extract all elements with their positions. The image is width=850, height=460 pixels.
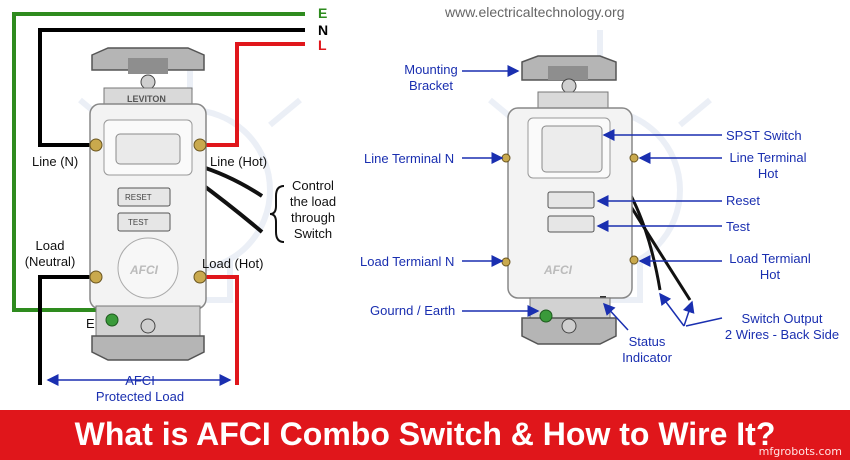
afci-device-angled	[501, 55, 639, 345]
line-terminal-n-label: Line Terminal N	[364, 151, 455, 166]
title-banner	[0, 410, 850, 460]
device-afci-mark: AFCI	[130, 263, 158, 277]
switch-output-wire-2	[628, 204, 692, 301]
device-brand: LEVITON	[127, 94, 166, 104]
switch-output-wire-1	[626, 189, 662, 291]
load-neutral-label: Load (Neutral)	[24, 238, 76, 269]
device-afci-mark-right: AFCI	[544, 263, 572, 277]
live-supply-wire	[198, 42, 305, 147]
ground-earth-label: Gournd / Earth	[370, 303, 456, 318]
switch-output-label: Switch Output 2 Wires - Back Side	[724, 311, 840, 342]
load-terminal-n-label: Load Termianl N	[360, 254, 455, 269]
site-url: www.electricaltechnology.org	[445, 4, 625, 20]
line-n-label: Line (N)	[32, 154, 79, 169]
load-hot-label: Load (Hot)	[202, 256, 264, 271]
afci-device-front	[89, 47, 207, 361]
afci-protected-load-label: AFCI Protected Load	[95, 373, 185, 404]
callout-arrows	[462, 65, 723, 331]
load-terminal-hot-label: Load Termianl Hot	[729, 251, 811, 282]
status-indicator-label: Status Indicator	[622, 334, 672, 365]
reset-label: Reset	[726, 193, 760, 208]
spst-switch-label: SPST Switch	[726, 128, 802, 143]
neutral-wire-label: N	[318, 22, 329, 38]
line-hot-label: Line (Hot)	[210, 154, 268, 169]
mounting-bracket-label: Mounting Bracket	[404, 62, 458, 93]
test-button-label: TEST	[128, 218, 149, 227]
earth-wire	[12, 12, 305, 312]
test-label: Test	[726, 219, 750, 234]
live-wire-label: L	[318, 37, 327, 53]
control-label: Control the load through Switch	[289, 178, 337, 241]
load-hot-wire	[198, 275, 239, 385]
control-brace	[269, 185, 285, 243]
load-neutral-wire	[38, 275, 98, 385]
watermark: mfgrobots.com	[758, 445, 842, 458]
reset-button-label: RESET	[125, 193, 152, 202]
page-title: What is AFCI Combo Switch & How to Wire …	[74, 416, 776, 452]
neutral-supply-wire	[38, 28, 305, 147]
earth-wire-label: E	[318, 5, 328, 21]
line-terminal-hot-label: Line Terminal Hot	[729, 150, 807, 181]
earth-terminal-label: E	[86, 316, 95, 331]
